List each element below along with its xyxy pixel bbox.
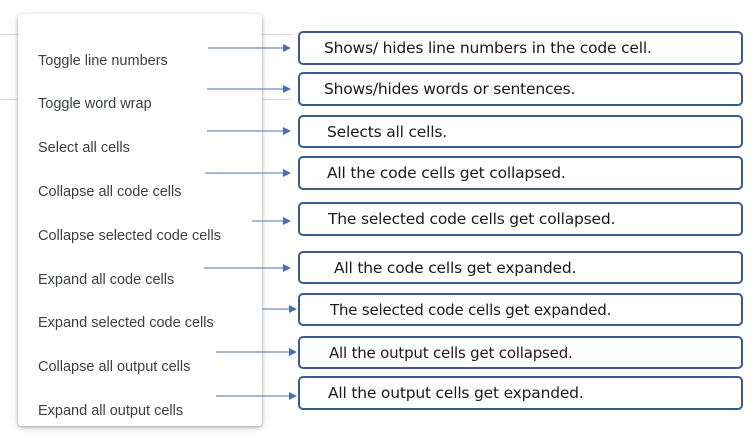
description-text: All the code cells get collapsed. — [327, 164, 566, 182]
description-box-collapse-selected-code-cells: The selected code cells get collapsed. — [298, 202, 743, 236]
menu-item-expand-all-code-cells[interactable]: Expand all code cells — [38, 272, 175, 288]
description-text: Selects all cells. — [327, 122, 447, 141]
description-text: Shows/ hides line numbers in the code ce… — [324, 39, 652, 57]
description-text: Shows/hides words or sentences. — [324, 80, 576, 98]
description-text: The selected code cells get expanded. — [330, 300, 612, 319]
description-box-toggle-word-wrap: Shows/hides words or sentences. — [298, 72, 743, 106]
background-divider-bottom — [0, 99, 18, 100]
description-box-collapse-all-output-cells: All the output cells get collapsed. — [298, 336, 743, 369]
menu-item-expand-selected-code-cells[interactable]: Expand selected code cells — [38, 315, 214, 331]
description-text: All the output cells get collapsed. — [329, 343, 573, 362]
description-box-expand-selected-code-cells: The selected code cells get expanded. — [298, 293, 743, 326]
background-divider-right — [262, 34, 292, 35]
description-text: The selected code cells get collapsed. — [328, 210, 616, 228]
description-box-expand-all-code-cells: All the code cells get expanded. — [298, 251, 743, 284]
context-menu: Toggle line numbers Toggle word wrap Sel… — [18, 14, 262, 426]
menu-item-toggle-word-wrap[interactable]: Toggle word wrap — [38, 96, 152, 112]
background-divider-top — [0, 34, 18, 35]
description-text: All the output cells get expanded. — [328, 384, 584, 402]
description-box-expand-all-output-cells: All the output cells get expanded. — [298, 376, 743, 410]
menu-item-toggle-line-numbers[interactable]: Toggle line numbers — [38, 53, 168, 69]
menu-item-collapse-selected-code-cells[interactable]: Collapse selected code cells — [38, 228, 221, 244]
menu-item-collapse-all-code-cells[interactable]: Collapse all code cells — [38, 184, 182, 200]
menu-item-select-all-cells[interactable]: Select all cells — [38, 140, 130, 156]
description-box-collapse-all-code-cells: All the code cells get collapsed. — [298, 156, 743, 190]
description-box-select-all-cells: Selects all cells. — [298, 115, 743, 148]
description-text: All the code cells get expanded. — [334, 258, 577, 277]
background-divider-right-bottom — [262, 99, 292, 100]
menu-item-collapse-all-output-cells[interactable]: Collapse all output cells — [38, 359, 191, 375]
description-box-toggle-line-numbers: Shows/ hides line numbers in the code ce… — [298, 31, 743, 65]
menu-item-expand-all-output-cells[interactable]: Expand all output cells — [38, 403, 184, 419]
